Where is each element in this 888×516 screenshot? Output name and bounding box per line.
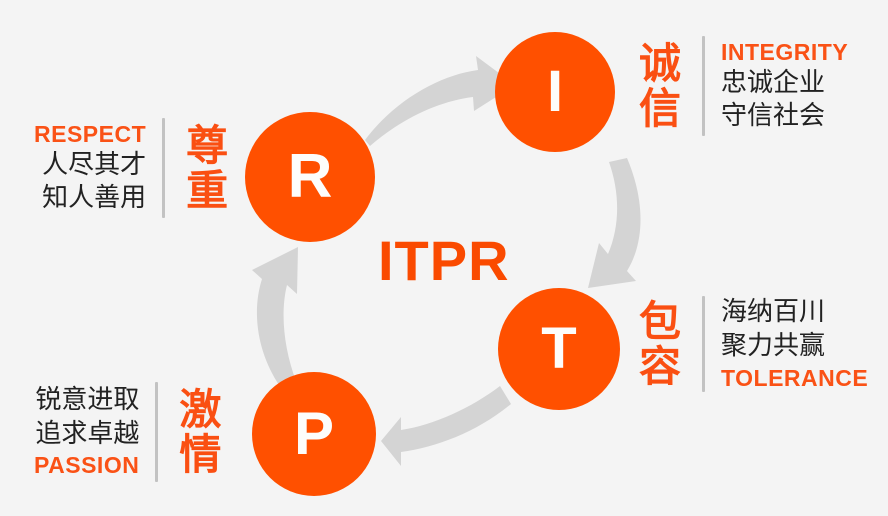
- node-letter-p: P: [293, 400, 335, 467]
- node-letter-t: T: [541, 316, 577, 381]
- respect-cn-line-1: 人尽其才: [42, 149, 147, 180]
- tolerance-en-label: TOLERANCE: [721, 364, 869, 391]
- passion-cn-line-2: 追求卓越: [35, 418, 140, 449]
- respect-cn-char-1: 尊: [186, 120, 229, 170]
- node-tolerance[interactable]: T: [498, 288, 620, 410]
- passion-divider: [155, 382, 159, 482]
- node-passion[interactable]: P: [252, 372, 376, 496]
- respect-detail: RESPECT 人尽其才 知人善用: [34, 120, 146, 216]
- integrity-cn-char-1: 诚: [638, 38, 681, 88]
- respect-en-label: RESPECT: [34, 120, 147, 147]
- integrity-divider: [702, 36, 705, 136]
- node-respect[interactable]: R: [245, 112, 375, 242]
- respect-cn-line-2: 知人善用: [42, 183, 147, 214]
- integrity-cn-char-2: 信: [638, 84, 681, 133]
- node-letter-i: I: [546, 59, 564, 124]
- arrow-t-to-p: [381, 386, 511, 466]
- arrow-i-to-t: [588, 158, 641, 288]
- block-passion: 锐意进取 追求卓越 PASSION 激 情: [34, 382, 226, 482]
- block-respect: RESPECT 人尽其才 知人善用 尊 重: [34, 118, 233, 218]
- tolerance-cn-char-1: 包: [638, 296, 681, 346]
- passion-cn-title: 激 情: [174, 384, 226, 479]
- integrity-cn-line-2: 守信社会: [721, 101, 826, 132]
- block-integrity: 诚 信 INTEGRITY 忠诚企业 守信社会: [634, 36, 848, 136]
- integrity-detail: INTEGRITY 忠诚企业 守信社会: [721, 38, 848, 134]
- respect-cn-title: 尊 重: [181, 120, 233, 215]
- integrity-en-label: INTEGRITY: [721, 38, 849, 65]
- tolerance-cn-title: 包 容: [634, 296, 686, 392]
- integrity-cn-line-1: 忠诚企业: [721, 67, 826, 98]
- block-tolerance: 包 容 海纳百川 聚力共赢 TOLERANCE: [634, 296, 868, 393]
- node-letter-r: R: [287, 142, 333, 211]
- passion-cn-char-1: 激: [179, 384, 222, 434]
- tolerance-cn-char-2: 容: [638, 342, 681, 392]
- passion-en-label: PASSION: [34, 452, 140, 479]
- tolerance-cn-line-1: 海纳百川: [721, 297, 826, 327]
- arrow-r-to-i: [365, 56, 515, 146]
- respect-cn-char-2: 重: [186, 166, 229, 215]
- passion-cn-line-1: 锐意进取: [35, 384, 140, 415]
- tolerance-detail: 海纳百川 聚力共赢 TOLERANCE: [721, 296, 868, 392]
- arrow-p-to-r: [252, 247, 298, 388]
- passion-cn-char-2: 情: [179, 430, 222, 479]
- center-wordmark: ITPR: [378, 229, 510, 292]
- node-integrity[interactable]: I: [495, 32, 615, 152]
- tolerance-divider: [702, 296, 705, 393]
- respect-divider: [162, 118, 166, 218]
- tolerance-cn-line-2: 聚力共赢: [721, 330, 826, 361]
- passion-detail: 锐意进取 追求卓越 PASSION: [34, 384, 139, 480]
- integrity-cn-title: 诚 信: [634, 38, 686, 133]
